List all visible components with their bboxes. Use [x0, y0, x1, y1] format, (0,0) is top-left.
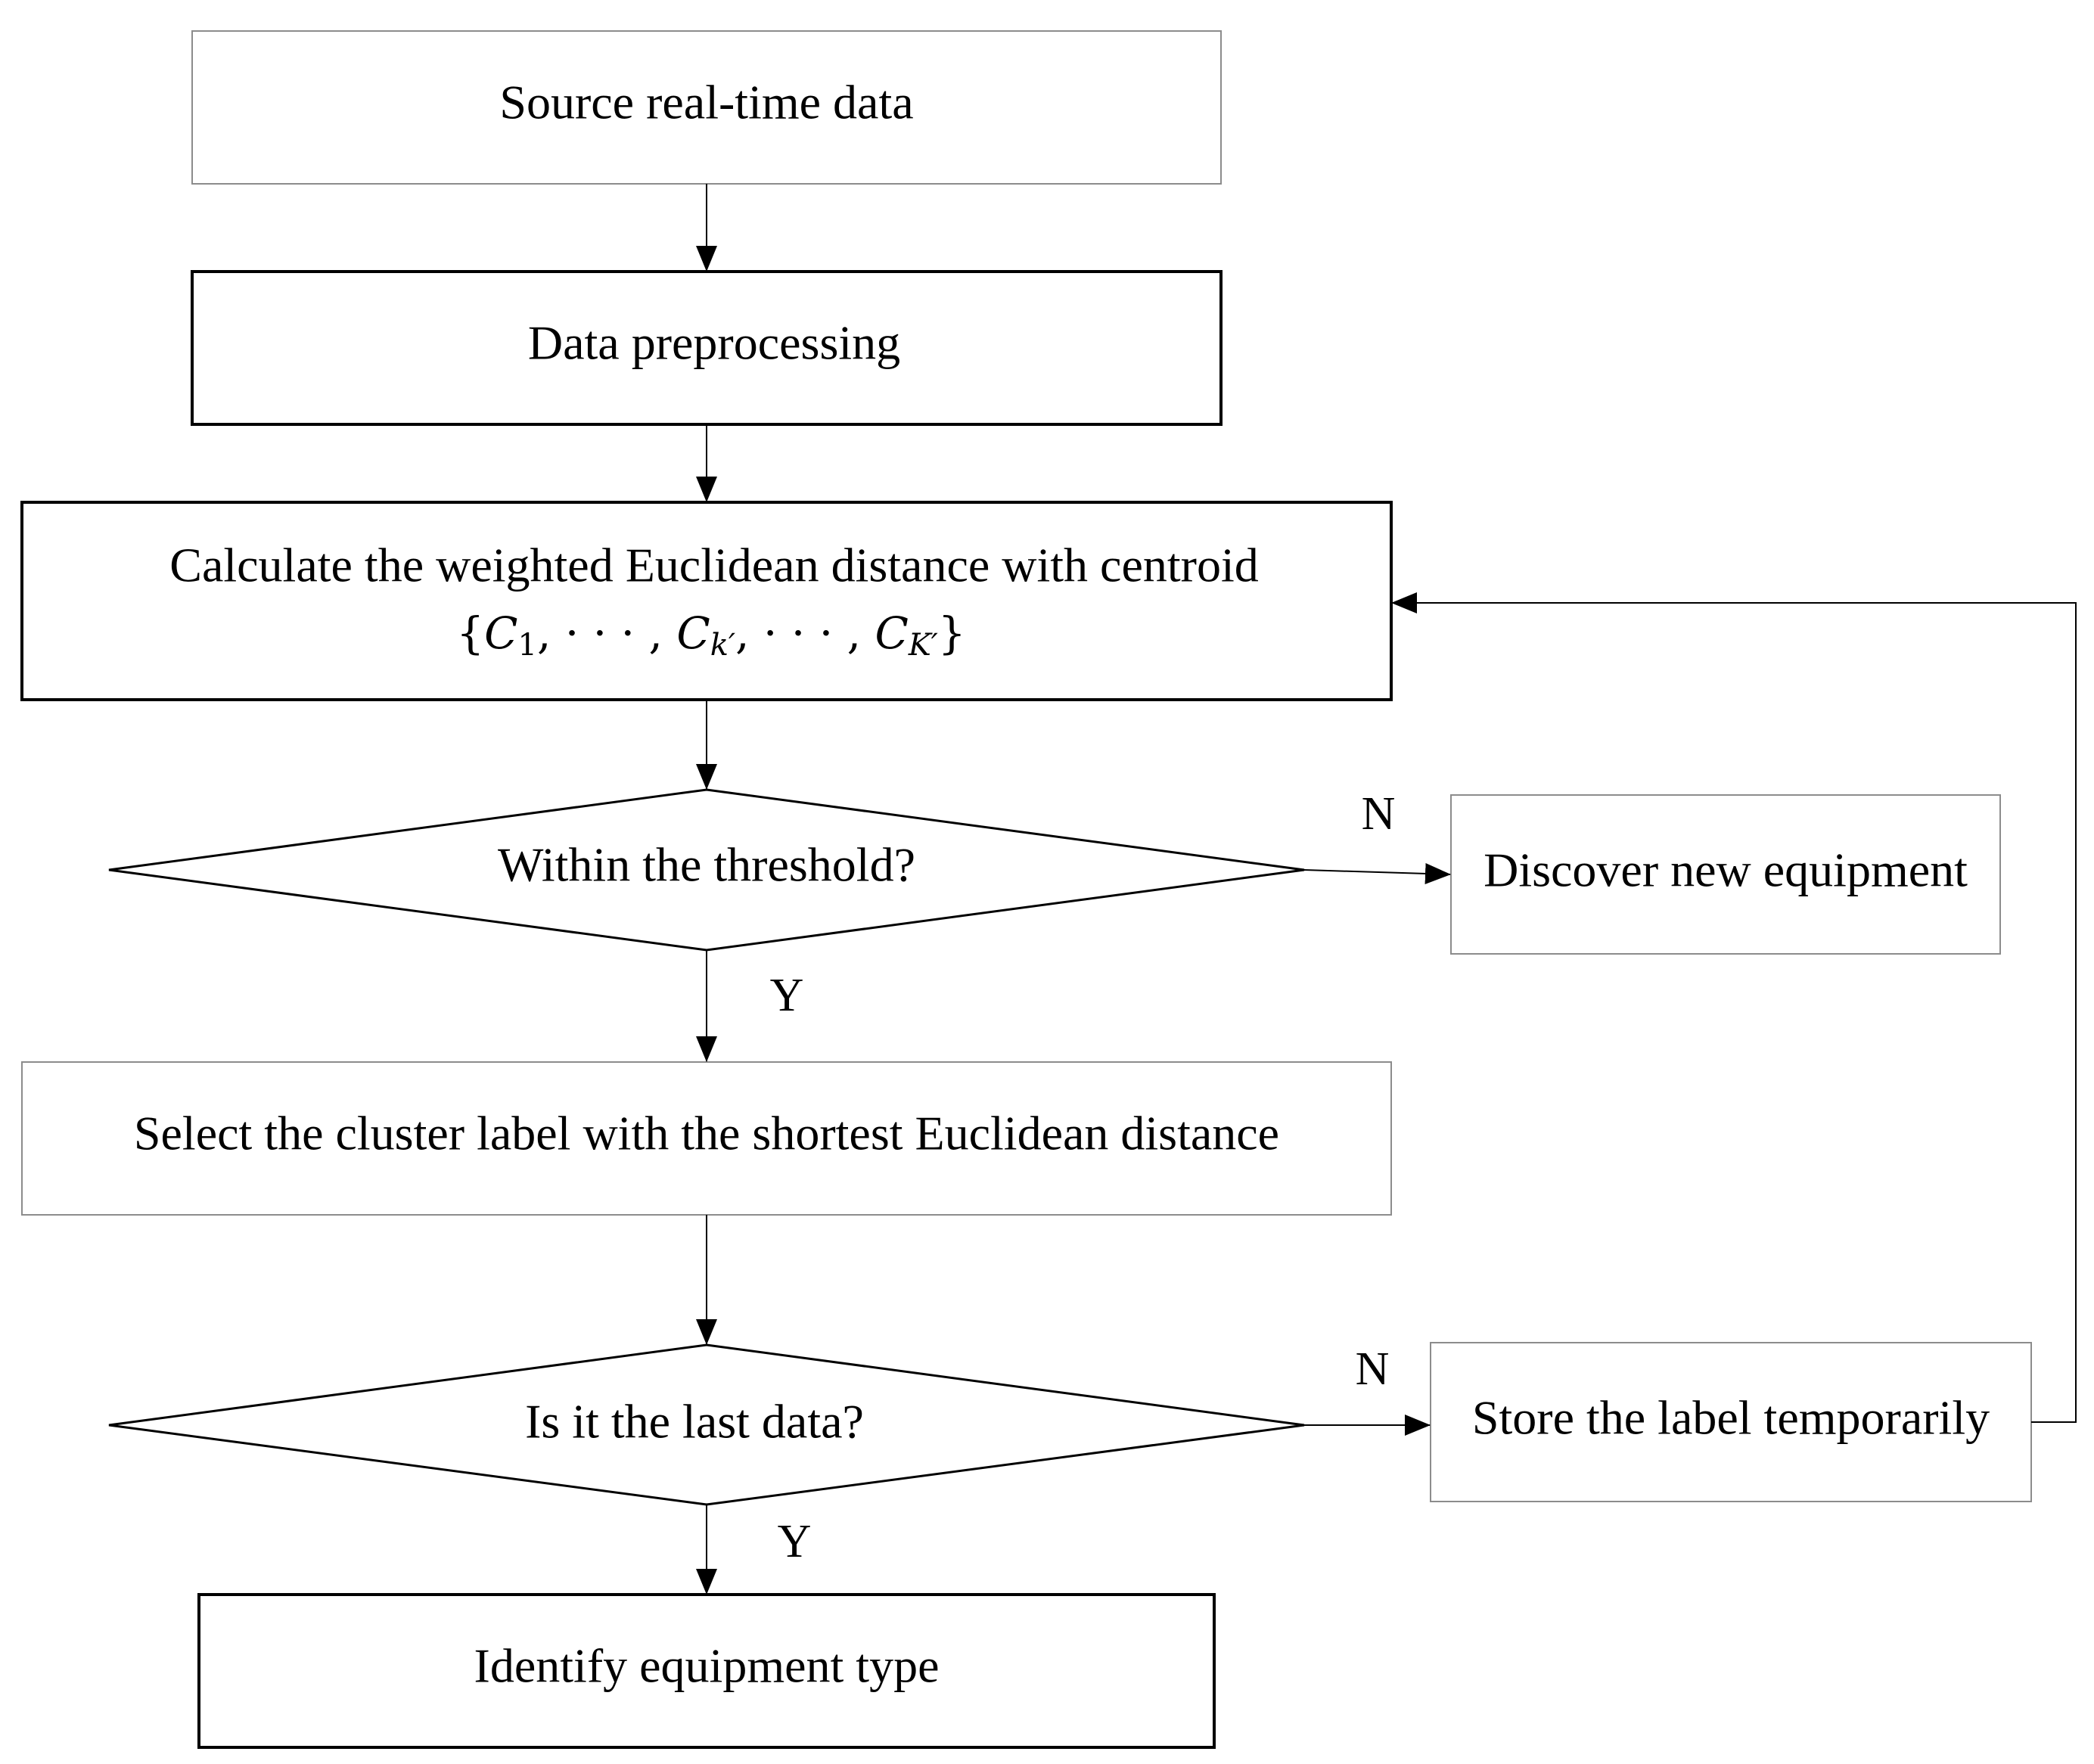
calculate-box: Calculate the weighted Euclidean distanc…: [20, 501, 1393, 701]
preprocess-box: Data preprocessing: [191, 270, 1223, 426]
preprocess-label: Data preprocessing: [528, 316, 900, 370]
last-no-label: N: [1356, 1343, 1390, 1395]
store-box: Store the label temporarily: [1430, 1342, 2032, 1502]
threshold-label: Within the threshold?: [498, 838, 915, 892]
connectors: [696, 184, 2077, 1595]
select-label: Select the cluster label with the shorte…: [134, 1107, 1279, 1160]
threshold-no-label: N: [1362, 788, 1396, 840]
last-data-decision: Is it the last data?: [108, 1343, 1305, 1506]
threshold-decision: Within the threshold?: [108, 788, 1305, 952]
arrow-store-loop-to-calculate: [1391, 592, 2077, 1423]
threshold-yes-label: Y: [770, 970, 804, 1021]
calculate-label: Calculate the weighted Euclidean distanc…: [169, 539, 1258, 592]
identify-label: Identify equipment type: [474, 1639, 940, 1693]
source-box: Source real-time data: [191, 30, 1222, 185]
last-data-label: Is it the last data?: [525, 1395, 864, 1449]
source-label: Source real-time data: [499, 76, 913, 129]
centroid-set-formula: {C1, · · · , Ck′, · · · , CK′}: [456, 607, 965, 663]
discover-box: Discover new equipment: [1450, 794, 2001, 955]
last-yes-label: Y: [778, 1516, 812, 1567]
select-box: Select the cluster label with the shorte…: [21, 1061, 1392, 1216]
arrow-threshold-to-discover: [1303, 862, 1451, 884]
identify-box: Identify equipment type: [197, 1593, 1216, 1749]
discover-label: Discover new equipment: [1484, 843, 1968, 897]
store-label: Store the label temporarily: [1472, 1391, 1990, 1445]
